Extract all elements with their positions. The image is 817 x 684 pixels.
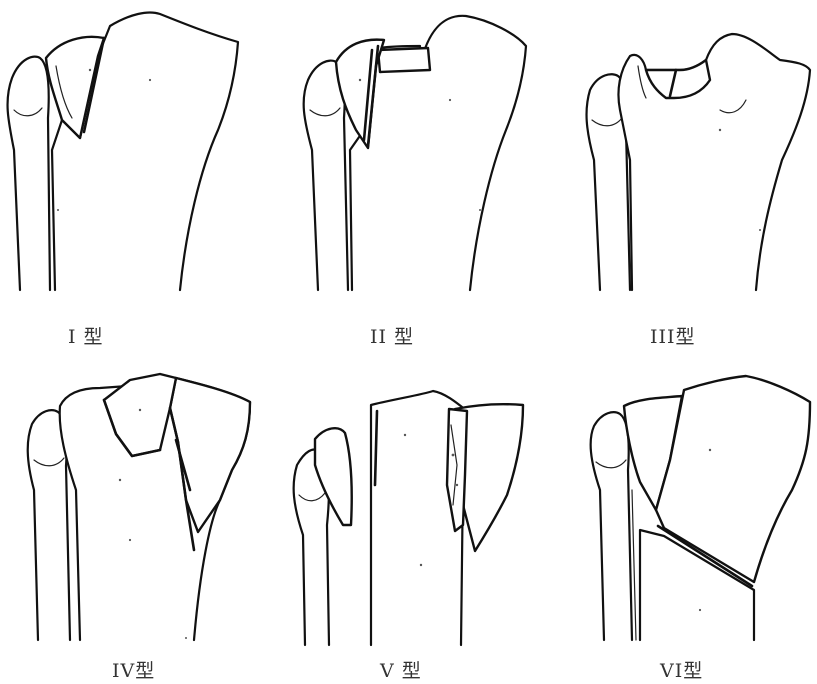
type-label: I 型 <box>68 322 104 349</box>
panel-type-3 <box>570 0 817 330</box>
type-label: II 型 <box>370 322 414 349</box>
panel-type-5 <box>285 355 545 684</box>
panel-type-1 <box>0 0 260 330</box>
tibia-type-2-illustration <box>280 0 540 330</box>
type-label: V 型 <box>380 656 422 683</box>
tibia-type-6-illustration <box>570 350 817 680</box>
fibula <box>8 57 50 290</box>
tibia-type-1-illustration <box>0 0 260 330</box>
depressed-segment <box>378 48 430 72</box>
panel-type-4 <box>0 350 260 680</box>
type-label: IV型 <box>112 656 155 683</box>
panel-type-2 <box>280 0 540 330</box>
tibia-type-5-illustration <box>285 355 545 684</box>
type-label: III型 <box>650 322 696 349</box>
fibula <box>591 412 632 640</box>
tibia-type-3-illustration <box>570 0 817 330</box>
tibia-type-4-illustration <box>0 350 260 680</box>
type-label: VI型 <box>660 656 703 683</box>
panel-type-6 <box>570 350 817 680</box>
